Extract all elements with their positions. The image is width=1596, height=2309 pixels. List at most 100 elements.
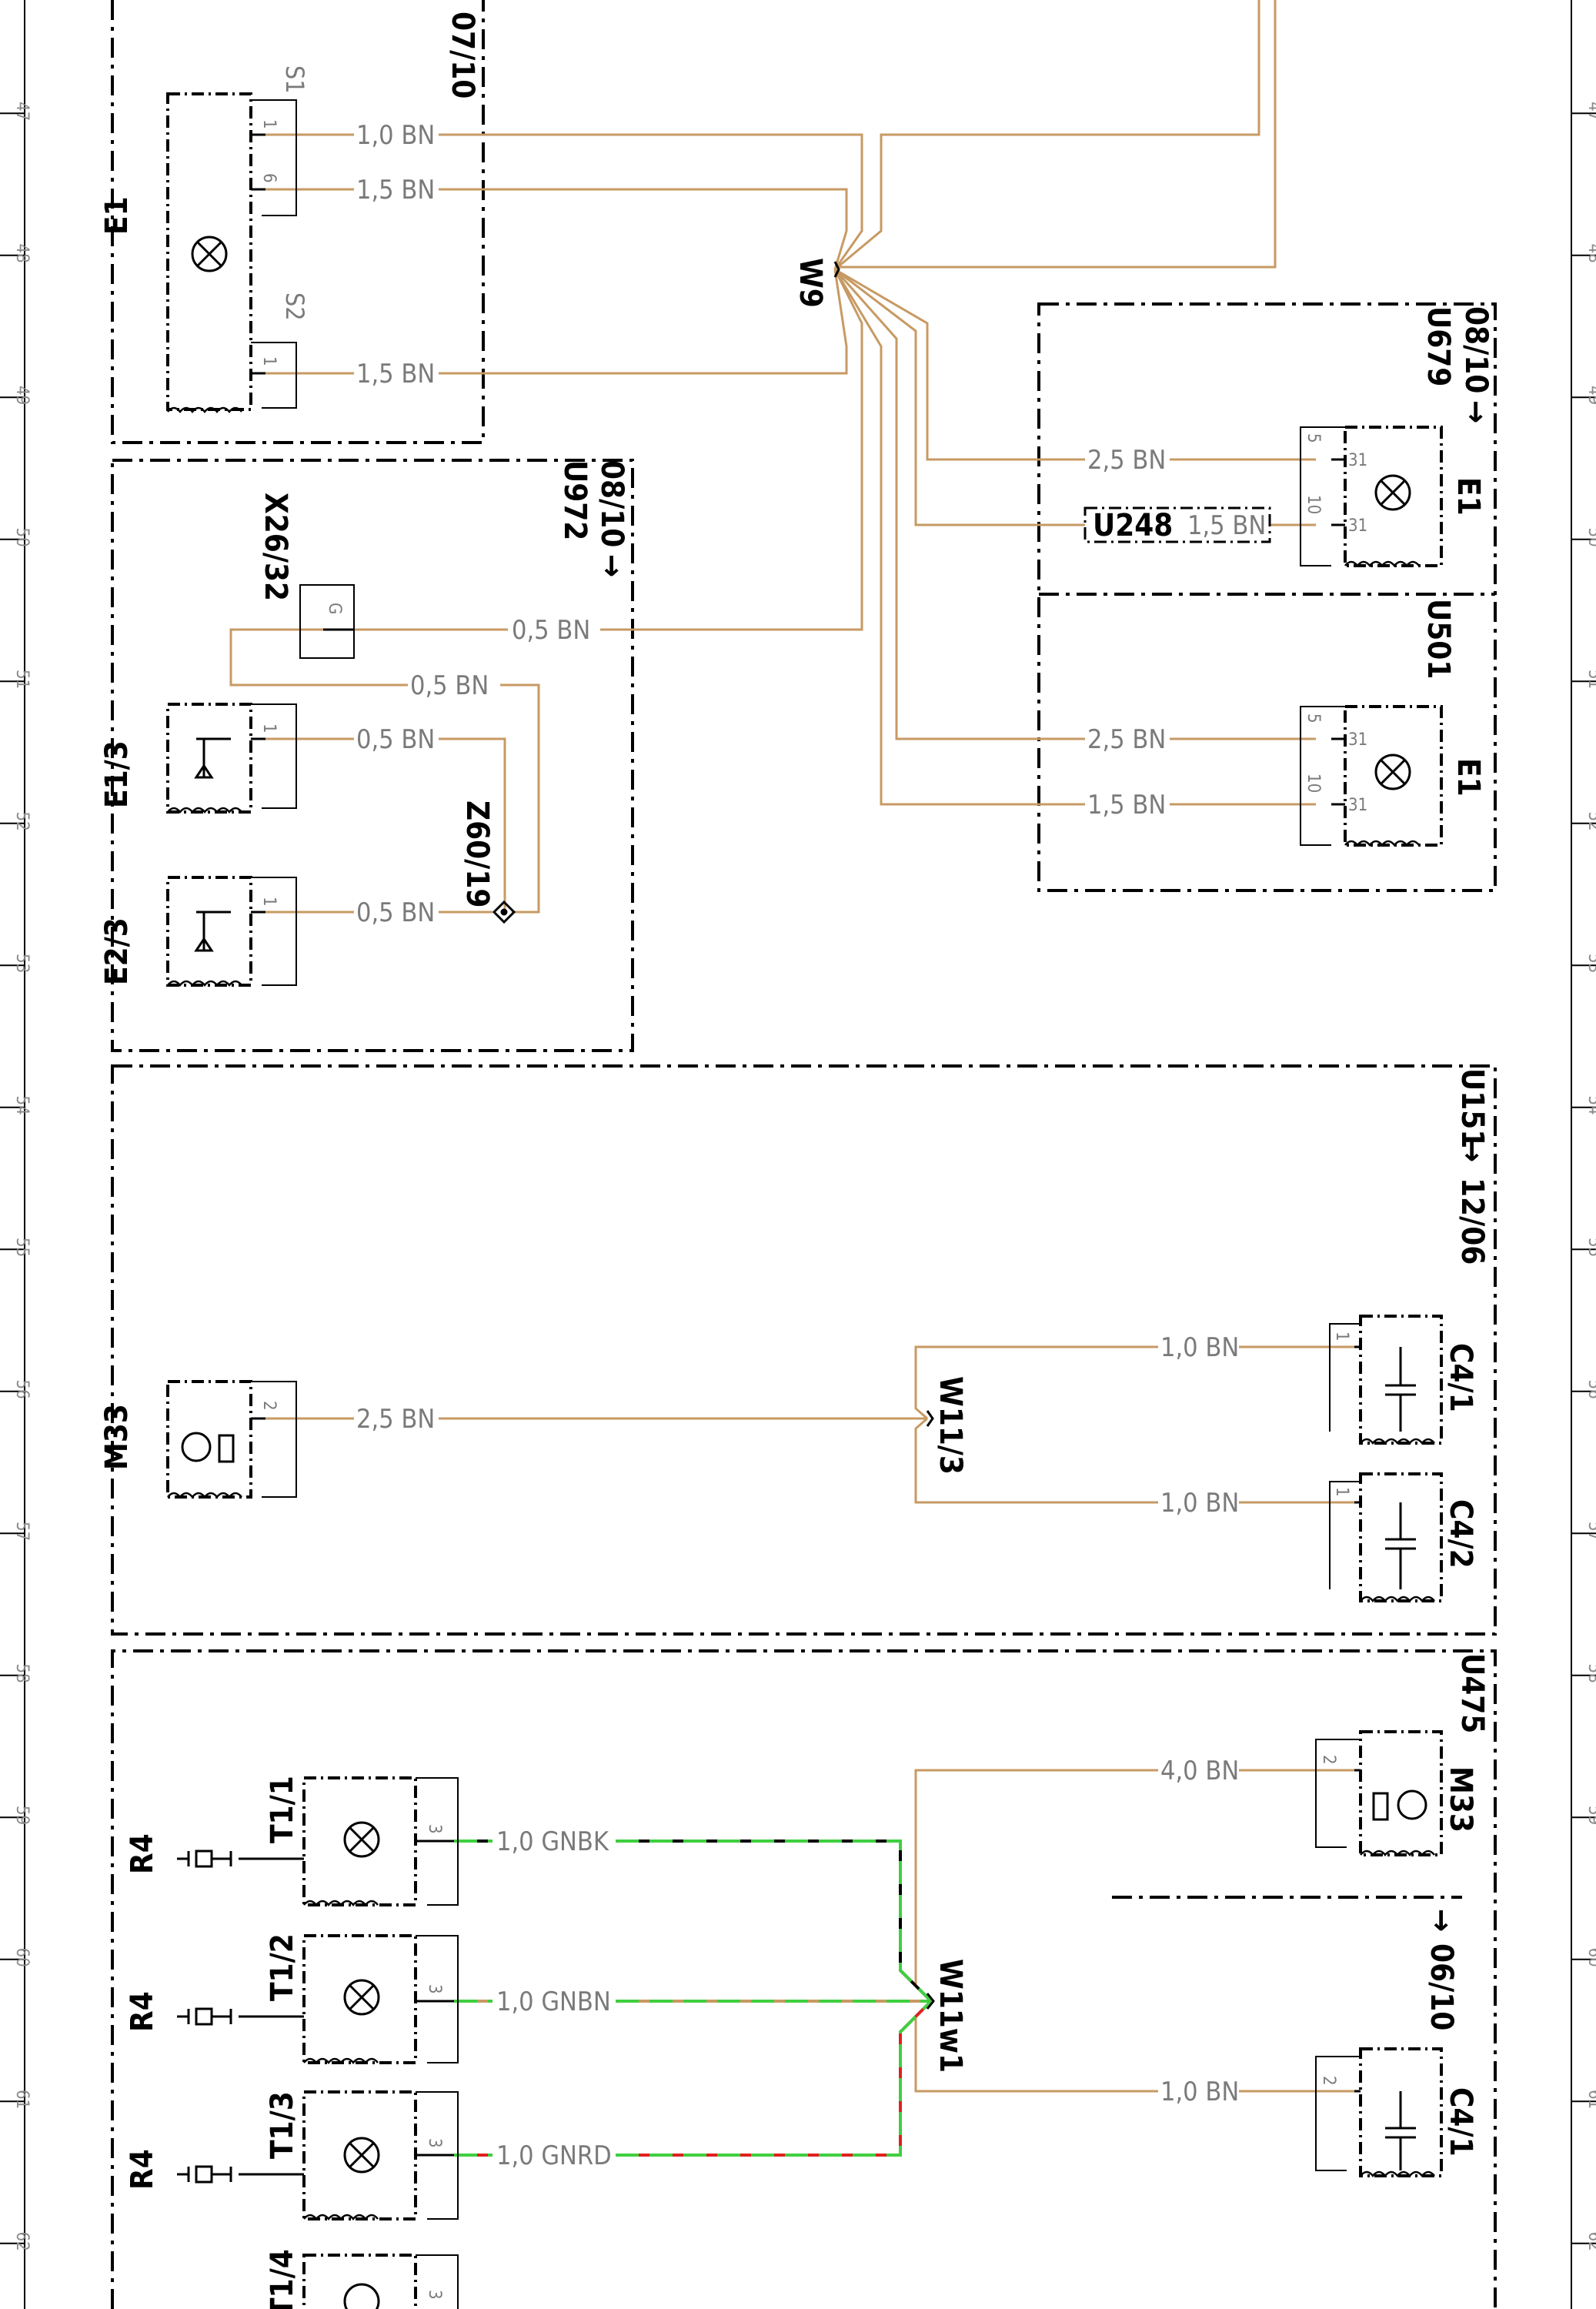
wire-x26 (229, 269, 863, 914)
w11w1-splice (926, 1993, 935, 2010)
ruler-label-right: 47 (1584, 102, 1596, 121)
r4-3-icon (177, 2165, 304, 2184)
label-c41-top: 1,0 BN (1160, 1332, 1239, 1363)
c42-box (1359, 1472, 1443, 1602)
ref-arrow-0610: → (1424, 1909, 1459, 1932)
pin-u679-5: 5 (1304, 433, 1323, 443)
m33-right-box (1359, 1730, 1443, 1856)
u248-box (1083, 506, 1271, 543)
pin-t12-3: 3 (425, 1984, 444, 1994)
wire-s1-pin6 (265, 188, 848, 270)
comp-x26-32: X26/32 (258, 493, 293, 601)
ruler-label-right: 54 (1584, 1096, 1596, 1115)
pin-c42-1: 1 (1332, 1487, 1351, 1497)
e1-u501-lamp-icon (1374, 754, 1411, 790)
wire-t11 (454, 1840, 933, 2003)
ruler-label-left: 50 (12, 528, 32, 547)
t12-lamp-icon (343, 1979, 380, 2016)
pin-t11-3: 3 (425, 1824, 444, 1834)
z60-19-connector (492, 900, 516, 924)
wire-c41-top (914, 1345, 1354, 1420)
ruler-label-right: 55 (1584, 1238, 1596, 1257)
ruler-label-right: 48 (1584, 244, 1596, 263)
frame-u151 (111, 1064, 1497, 1636)
label-s1-pin1: 1,0 BN (356, 120, 435, 151)
wire-u501-top (833, 269, 1316, 740)
ruler-label-left: 59 (12, 1806, 32, 1825)
ruler-label-left: 51 (12, 670, 32, 689)
label-s1-pin6: 1,5 BN (356, 175, 435, 206)
frame-u679-u501 (1037, 302, 1497, 892)
wire-c41-bot (914, 2000, 1354, 2093)
ruler-label-left: 61 (12, 2090, 32, 2109)
comp-c4-1-top: C4/1 (1443, 1343, 1478, 1412)
ruler-label-right: 59 (1584, 1806, 1596, 1825)
ground-wave-c42 (1360, 1596, 1435, 1602)
wire-w9-top-2 (835, 0, 1277, 269)
label-u679-u248: 1,5 BN (1187, 510, 1266, 541)
ruler-label-right: 61 (1584, 2090, 1596, 2109)
comp-r4-2: R4 (125, 1991, 160, 2032)
pin-u501-5: 5 (1304, 713, 1323, 723)
pin-u501-10: 10 (1304, 774, 1323, 793)
label-u501-top: 2,5 BN (1087, 724, 1166, 755)
ruler-label-left: 52 (12, 812, 32, 831)
ruler-label-left: 47 (12, 102, 32, 121)
pin-m33r-2: 2 (1319, 1755, 1338, 1765)
label-x26-z60: 0,5 BN (410, 670, 489, 701)
label-u501-bot: 1,5 BN (1087, 790, 1166, 820)
ruler-label-right: 49 (1584, 386, 1596, 405)
ref-u972: U972 (557, 460, 593, 540)
wire-u679-u248 (834, 268, 1316, 526)
ref-u151: U151 (1454, 1068, 1490, 1148)
ground-wave-e23 (167, 980, 242, 987)
w9-splice (833, 261, 840, 278)
comp-e1-top: E1 (99, 196, 135, 235)
ref-0810-u972: 08/10 (594, 460, 629, 547)
x26-32-box (299, 584, 355, 659)
comp-t1-1: T1/1 (265, 1776, 300, 1843)
pin-c41t-1: 1 (1332, 1332, 1351, 1342)
label-s2-pin1: 1,5 BN (356, 359, 435, 389)
wire-e13 (265, 737, 506, 912)
pin-t14-3: 3 (425, 2290, 444, 2300)
comp-t1-2: T1/2 (265, 1933, 300, 2001)
ground-wave-t12 (303, 2057, 379, 2064)
pin-u501-31a: 31 (1348, 730, 1367, 750)
pin-s1-1: 1 (259, 119, 279, 129)
ground-wave-e1-top (167, 406, 242, 413)
pin-m33l-2: 2 (259, 1401, 279, 1411)
wire-w9-top-1 (834, 0, 1260, 271)
t14-box (302, 2254, 417, 2309)
pin-e13-1: 1 (259, 723, 279, 733)
pin-s2-1: 1 (259, 356, 279, 366)
comp-m33-right: M33 (1443, 1766, 1478, 1833)
m33-left-motor-icon (181, 1432, 235, 1463)
frame-u972 (111, 459, 634, 1052)
ruler-label-right: 52 (1584, 812, 1596, 831)
ground-wave-e1-u501 (1344, 840, 1420, 847)
t12-box (302, 1934, 417, 2064)
ref-arrow-u972: → (594, 554, 629, 577)
ruler-label-left: 54 (12, 1096, 32, 1115)
pin-u679-31a: 31 (1348, 451, 1367, 470)
t13-lamp-icon (343, 2137, 380, 2174)
pin-u501-31b: 31 (1348, 796, 1367, 815)
wire-s1-pin1 (265, 133, 863, 270)
label-t13: 1,0 GNRD (496, 2140, 612, 2171)
comp-s2: S2 (280, 292, 309, 321)
ref-0810-u679: 08/10 (1458, 306, 1494, 393)
ref-u501: U501 (1421, 599, 1456, 679)
c42-capacitor-icon (1385, 1502, 1416, 1589)
comp-t1-3: T1/3 (265, 2091, 300, 2159)
e13-led-icon (194, 737, 231, 779)
e23-box (166, 876, 252, 987)
ref-arrow-u679: → (1458, 400, 1494, 423)
wire-s2-pin1 (265, 269, 848, 375)
pin-c41b-2: 2 (1319, 2076, 1338, 2086)
wire-m33-right (914, 1769, 1354, 2003)
m33-left-box (166, 1380, 252, 1499)
wire-u679-top (834, 268, 1316, 461)
comp-m33-left: M33 (99, 1404, 135, 1470)
label-u679-top: 2,5 BN (1087, 445, 1166, 476)
